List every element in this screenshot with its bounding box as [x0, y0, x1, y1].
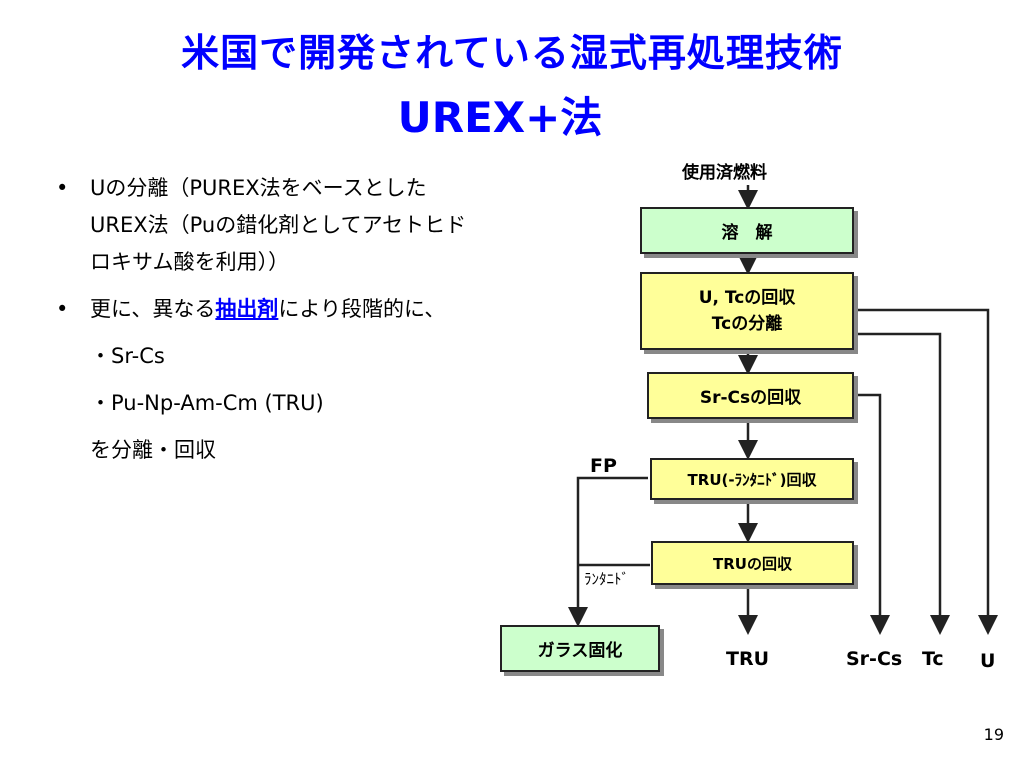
line-fp [568, 476, 648, 627]
bullet-marker: • [56, 297, 69, 321]
bullet-item-1: • Uの分離（PUREX法をベースとした UREX法（Puの錯化剤としてアセトヒ… [56, 170, 536, 281]
line-u-out [854, 308, 998, 635]
fp-label: FP [590, 455, 617, 477]
slide-title-line2: UREX+法 [397, 93, 603, 142]
bullet-2-prefix: 更に、異なる [90, 297, 216, 321]
u-tc-recovery-line1: U, Tcの回収 [698, 288, 796, 308]
lanthanide-label: ﾗﾝﾀﾆﾄﾞ [584, 570, 630, 588]
extractant-link[interactable]: 抽出剤 [215, 297, 279, 321]
bullet-1-line-2: UREX法（Puの錯化剤としてアセトヒド [90, 213, 467, 237]
sub-item-tru: ・Pu-Np-Am-Cm (TRU) [90, 391, 324, 415]
u-tc-recovery-box: U, Tcの回収 Tcの分離 [640, 272, 854, 350]
tru-recovery-box: TRUの回収 [651, 541, 854, 585]
bullet-1-line-3: ロキサム酸を利用）） [90, 250, 290, 274]
slide-title-line1: 米国で開発されている湿式再処理技術 [181, 31, 843, 75]
output-tru-label: TRU [726, 648, 770, 670]
bullet-marker: • [56, 176, 69, 200]
page-number: 19 [983, 725, 1004, 744]
output-sr-cs-label: Sr-Cs [846, 648, 903, 670]
sub-item-sr-cs: ・Sr-Cs [90, 344, 165, 368]
bullet-item-2: • 更に、異なる抽出剤により段階的に、 [56, 291, 536, 328]
bullet-2-line: 更に、異なる抽出剤により段階的に、 [90, 291, 536, 328]
line-tc-out [854, 332, 950, 635]
bullet-1-line-1: Uの分離（PUREX法をベースとした [90, 176, 427, 200]
output-tc-label: Tc [922, 648, 944, 670]
input-spent-fuel-label: 使用済燃料 [682, 163, 767, 183]
line-sr-cs-out [854, 393, 890, 635]
bullet-2-suffix: により段階的に、 [278, 297, 446, 321]
vitrification-box: ガラス固化 [500, 625, 660, 672]
bullet-list: • Uの分離（PUREX法をベースとした UREX法（Puの錯化剤としてアセトヒ… [56, 170, 536, 469]
sub-item-separate: を分離・回収 [90, 438, 216, 462]
sr-cs-recovery-box: Sr-Csの回収 [647, 372, 854, 419]
dissolve-box: 溶 解 [640, 207, 854, 254]
tc-separation-line2: Tcの分離 [711, 314, 783, 334]
tru-lanthanide-recovery-box: TRU(-ﾗﾝﾀﾆﾄﾞ)回収 [650, 458, 854, 500]
output-u-label: U [980, 650, 996, 672]
